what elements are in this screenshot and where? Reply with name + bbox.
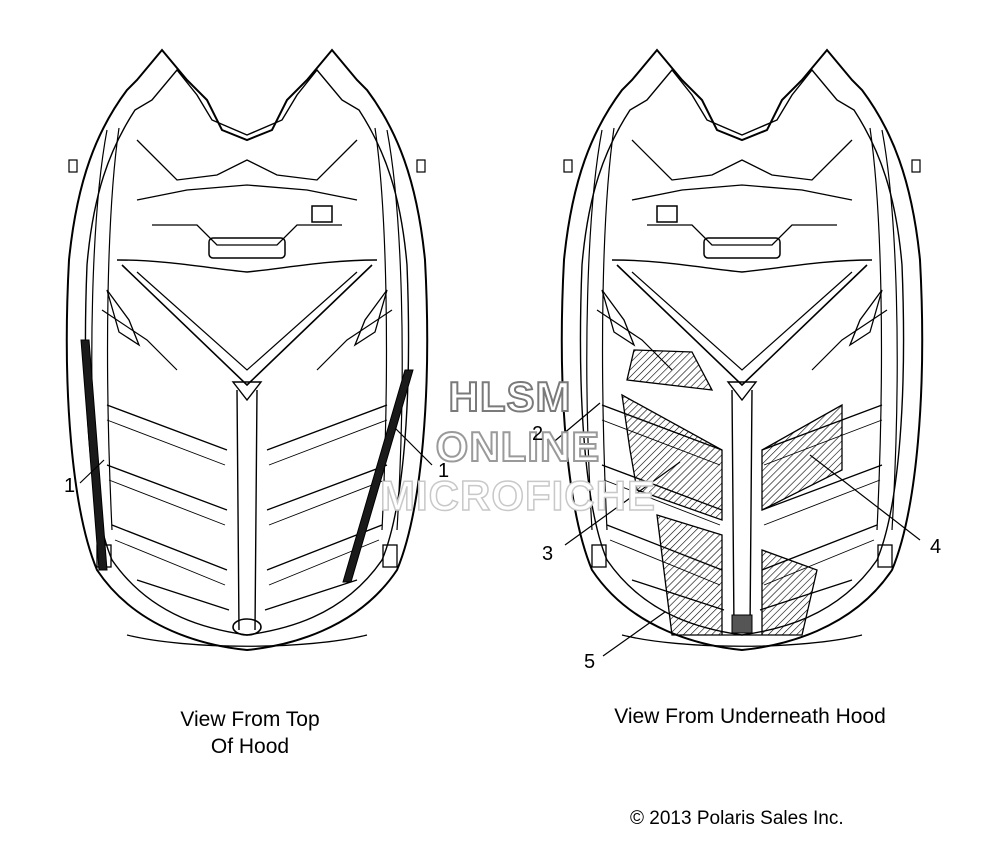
callout-5: 5 [584, 651, 596, 673]
side-decal-left [80, 339, 108, 571]
panel-3 [621, 393, 723, 521]
caption-top-line2: Of Hood [210, 735, 290, 758]
watermark-line2: ONLINE [435, 422, 601, 471]
hood-top-view [65, 49, 429, 651]
panel-2 [626, 349, 714, 391]
watermark-line3: MICROFICHE [379, 471, 656, 520]
copyright-notice: © 2013 Polaris Sales Inc. [630, 808, 844, 829]
hood-badge [232, 618, 262, 636]
panel-4 [761, 403, 843, 512]
caption-top-line1: View From Top [180, 708, 320, 731]
callout-1-left: 1 [64, 475, 76, 497]
caption-underneath-view: View From Underneath Hood [614, 705, 886, 728]
callout-2: 2 [532, 423, 544, 445]
side-decal-right [342, 369, 414, 583]
callout-1-right: 1 [438, 460, 450, 482]
caption-top-view: View From Top Of Hood [150, 706, 350, 760]
callout-4: 4 [930, 536, 942, 558]
panel-5 [656, 514, 818, 636]
callout-3: 3 [542, 543, 554, 565]
watermark-line1: HLSM [448, 372, 572, 421]
hood-underneath-view [560, 49, 924, 651]
leader-lines [79, 402, 921, 657]
